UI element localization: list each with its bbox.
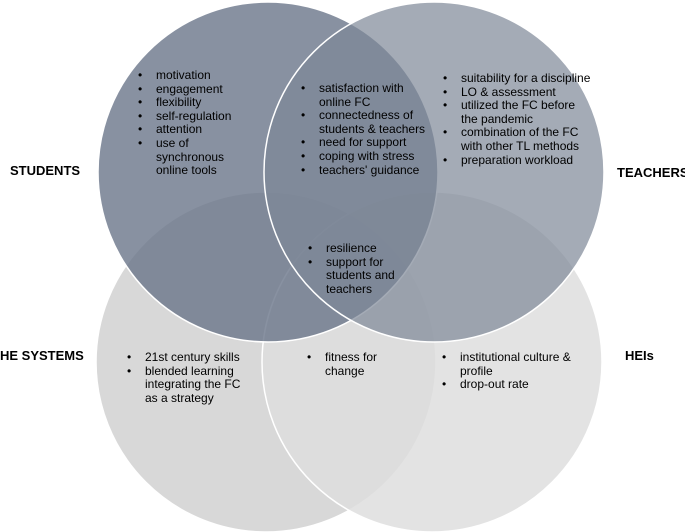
list-item: 21st century skills bbox=[125, 350, 250, 365]
heis-label: HEIs bbox=[625, 348, 654, 363]
list-item: flexibility bbox=[136, 96, 248, 110]
list-item: preparation workload bbox=[441, 153, 593, 168]
list-item: teachers' guidance bbox=[299, 163, 429, 178]
list-item: combination of the FC with other TL meth… bbox=[441, 126, 593, 153]
students-teachers-list: satisfaction with online FC connectednes… bbox=[299, 81, 429, 178]
list-item: need for support bbox=[299, 136, 429, 150]
list-item: coping with stress bbox=[299, 149, 429, 164]
list-item: use of synchronous online tools bbox=[136, 136, 248, 178]
list-item: suitability for a discipline bbox=[441, 71, 593, 86]
list-item: attention bbox=[136, 123, 248, 137]
list-item: drop-out rate bbox=[440, 378, 580, 392]
list-item: LO & assessment bbox=[441, 85, 593, 100]
heis-only-list: institutional culture & profile drop-out… bbox=[440, 350, 580, 392]
he-systems-only-list: 21st century skills blended learning int… bbox=[125, 350, 250, 406]
list-item: blended learning integrating the FC as a… bbox=[125, 364, 250, 406]
teachers-only-list: suitability for a discipline LO & assess… bbox=[441, 71, 593, 168]
list-item: utilized the FC before the pandemic bbox=[441, 98, 593, 126]
center-list: resilience support for students and teac… bbox=[306, 241, 406, 297]
list-item: motivation bbox=[136, 68, 248, 83]
list-item: connectedness of students & teachers bbox=[299, 108, 429, 136]
he-systems-label: HE SYSTEMS bbox=[0, 348, 84, 363]
list-item: self-regulation bbox=[136, 109, 248, 124]
list-item: resilience bbox=[306, 241, 406, 256]
list-item: institutional culture & profile bbox=[440, 350, 580, 378]
list-item: satisfaction with online FC bbox=[299, 81, 429, 109]
students-label: STUDENTS bbox=[10, 163, 81, 178]
list-item: engagement bbox=[136, 82, 248, 97]
students-only-list: motivation engagement flexibility self-r… bbox=[136, 68, 248, 178]
he-systems-heis-list: fitness for change bbox=[305, 350, 405, 378]
teachers-label: TEACHERS bbox=[617, 165, 685, 180]
list-item: fitness for change bbox=[305, 350, 405, 378]
list-item: support for students and teachers bbox=[306, 255, 406, 297]
